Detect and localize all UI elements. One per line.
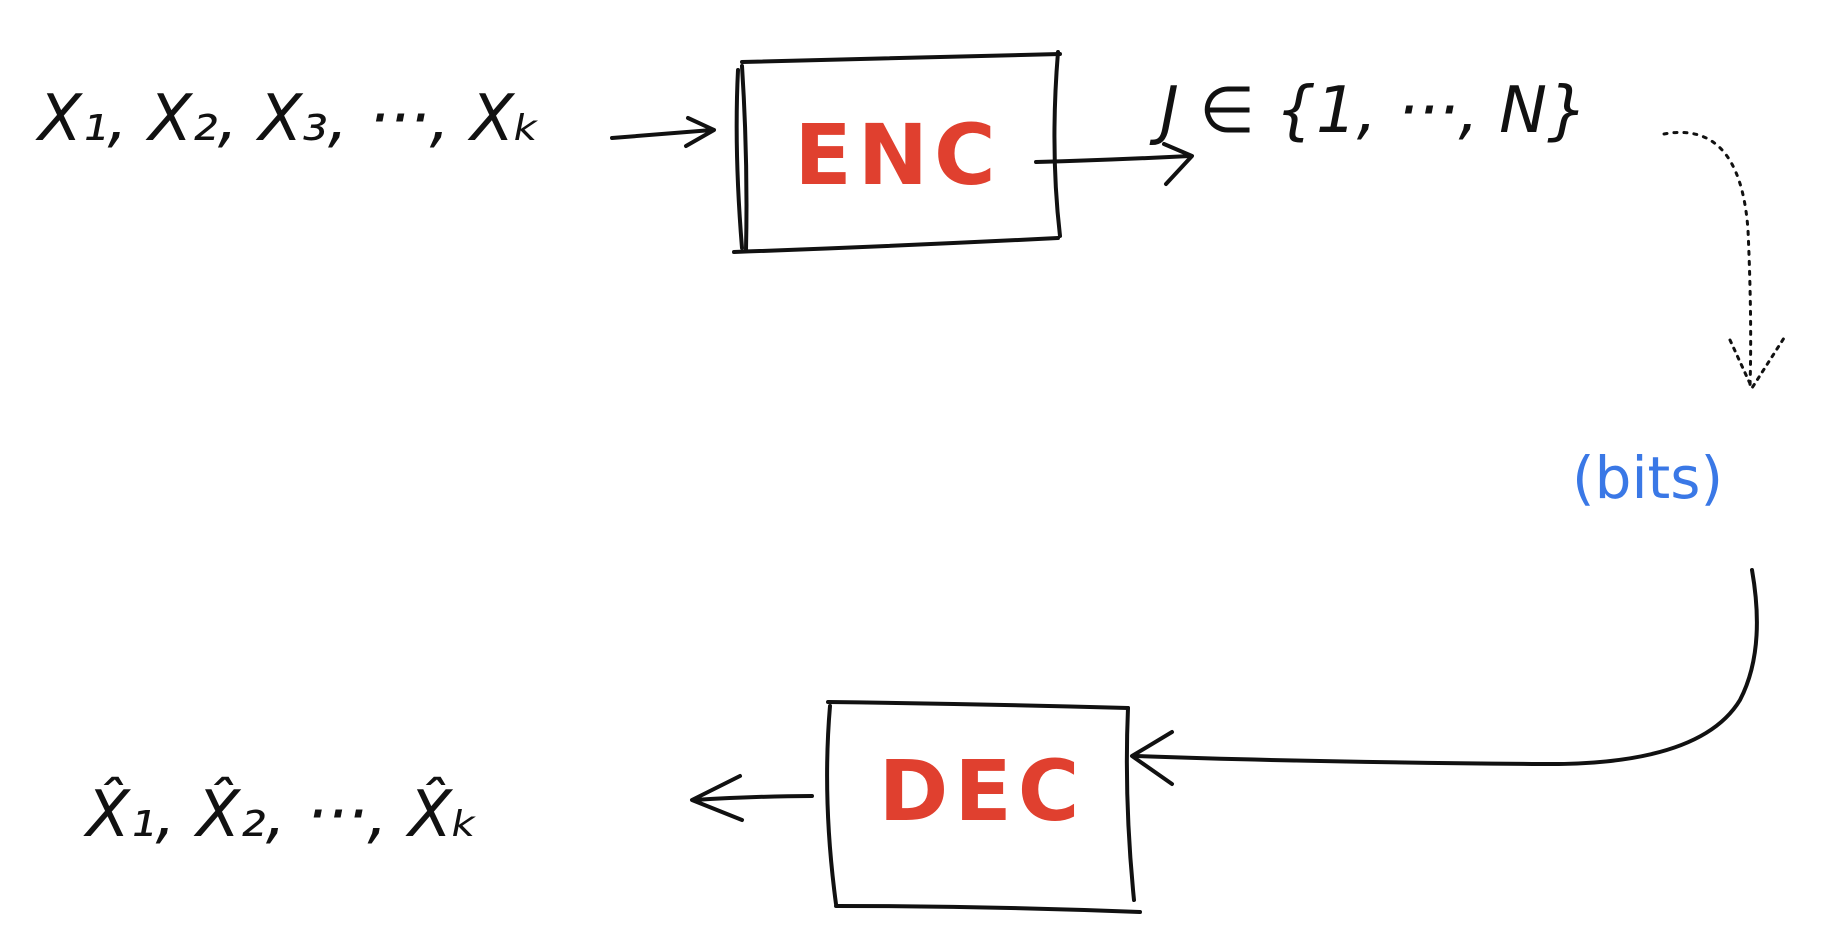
input-arrow (610, 116, 716, 148)
dotted-arrow (1662, 131, 1786, 392)
decoder-output-arrow (690, 774, 814, 822)
source-sequence: X₁, X₂, X₃, ···, Xₖ (35, 82, 541, 156)
index-set: J ∈ {1, ···, N} (1149, 74, 1588, 148)
channel-arrow (1130, 568, 1759, 786)
decoder-block: DEC (825, 700, 1142, 914)
bits-label: (bits) (1572, 444, 1723, 512)
reconstruction-sequence: X̂₁, X̂₂, ···, X̂ₖ (83, 775, 479, 852)
encoder-label: ENC (794, 106, 1001, 204)
encoder-output-arrow (1034, 142, 1194, 186)
decoder-label: DEC (879, 742, 1086, 840)
encoder-block: ENC (732, 50, 1062, 254)
